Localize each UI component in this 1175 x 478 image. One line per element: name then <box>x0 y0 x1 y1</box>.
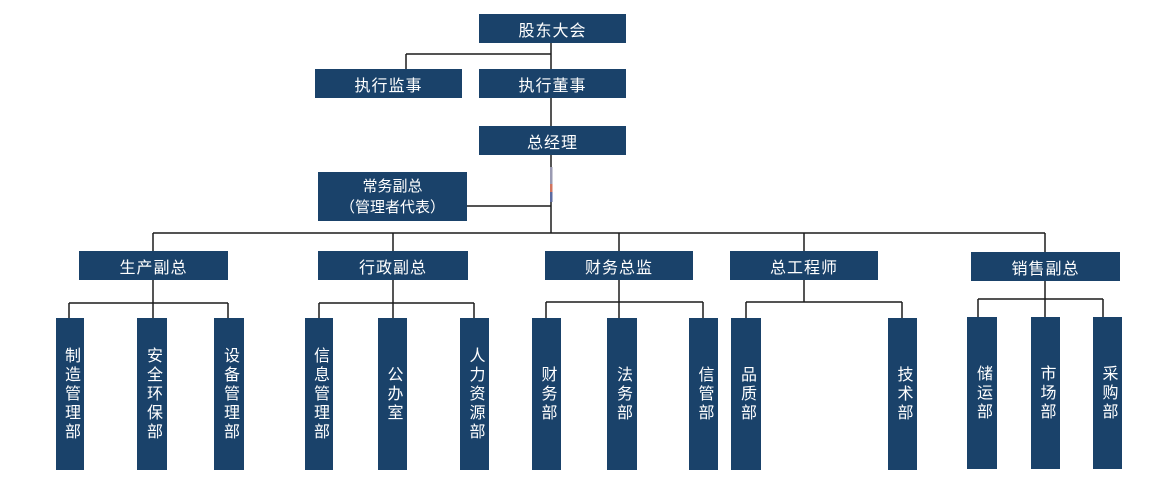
node-executive-director: 执行董事 <box>479 69 626 98</box>
node-executive-vp-line2: （管理者代表） <box>339 198 445 216</box>
hr-dept-label: 人力资源部 <box>466 346 484 442</box>
node-general-manager: 总经理 <box>479 126 626 155</box>
node-production-vp: 生产副总 <box>79 251 228 280</box>
node-shareholders-meeting: 股东大会 <box>479 14 626 43</box>
purchasing-dept-label: 采购部 <box>1099 364 1117 422</box>
legal-dept-label: 法务部 <box>614 365 631 423</box>
node-purchasing-dept: 采购部 <box>1093 317 1122 469</box>
node-chief-engineer: 总工程师 <box>730 251 878 280</box>
safety-env-dept-label: 安全环保部 <box>144 346 161 442</box>
node-legal-dept: 法务部 <box>607 318 637 470</box>
node-office: 公办室 <box>378 318 407 470</box>
quality-dept-label: 品质部 <box>738 365 755 423</box>
node-storage-transport-dept: 储运部 <box>967 317 997 469</box>
node-hr-dept: 人力资源部 <box>460 318 489 470</box>
credit-mgmt-dept-label: 信管部 <box>695 365 713 423</box>
node-executive-vp: 常务副总 （管理者代表） <box>318 172 467 221</box>
node-executive-vp-line1: 常务副总 <box>362 177 423 195</box>
manufacturing-dept-label: 制造管理部 <box>62 346 79 442</box>
node-finance-dept: 财务部 <box>532 318 561 470</box>
node-executive-supervisor: 执行监事 <box>315 69 462 98</box>
node-equipment-dept: 设备管理部 <box>214 318 244 470</box>
trunk-line-artifact <box>550 167 553 202</box>
node-safety-env-dept: 安全环保部 <box>137 318 167 470</box>
node-quality-dept: 品质部 <box>731 318 761 470</box>
office-label: 公办室 <box>384 365 402 423</box>
marketing-dept-label: 市场部 <box>1037 364 1055 422</box>
node-manufacturing-dept: 制造管理部 <box>56 318 84 470</box>
node-technology-dept: 技术部 <box>888 318 917 470</box>
node-finance-director: 财务总监 <box>545 251 693 280</box>
node-sales-vp: 销售副总 <box>971 252 1120 281</box>
node-info-mgmt-dept: 信息管理部 <box>305 318 333 470</box>
technology-dept-label: 技术部 <box>894 365 912 423</box>
storage-transport-dept-label: 储运部 <box>974 364 991 422</box>
equipment-dept-label: 设备管理部 <box>221 346 238 442</box>
node-marketing-dept: 市场部 <box>1031 317 1060 469</box>
node-credit-mgmt-dept: 信管部 <box>689 318 718 470</box>
node-admin-vp: 行政副总 <box>318 251 468 280</box>
finance-dept-label: 财务部 <box>538 365 556 423</box>
info-mgmt-dept-label: 信息管理部 <box>311 346 328 442</box>
